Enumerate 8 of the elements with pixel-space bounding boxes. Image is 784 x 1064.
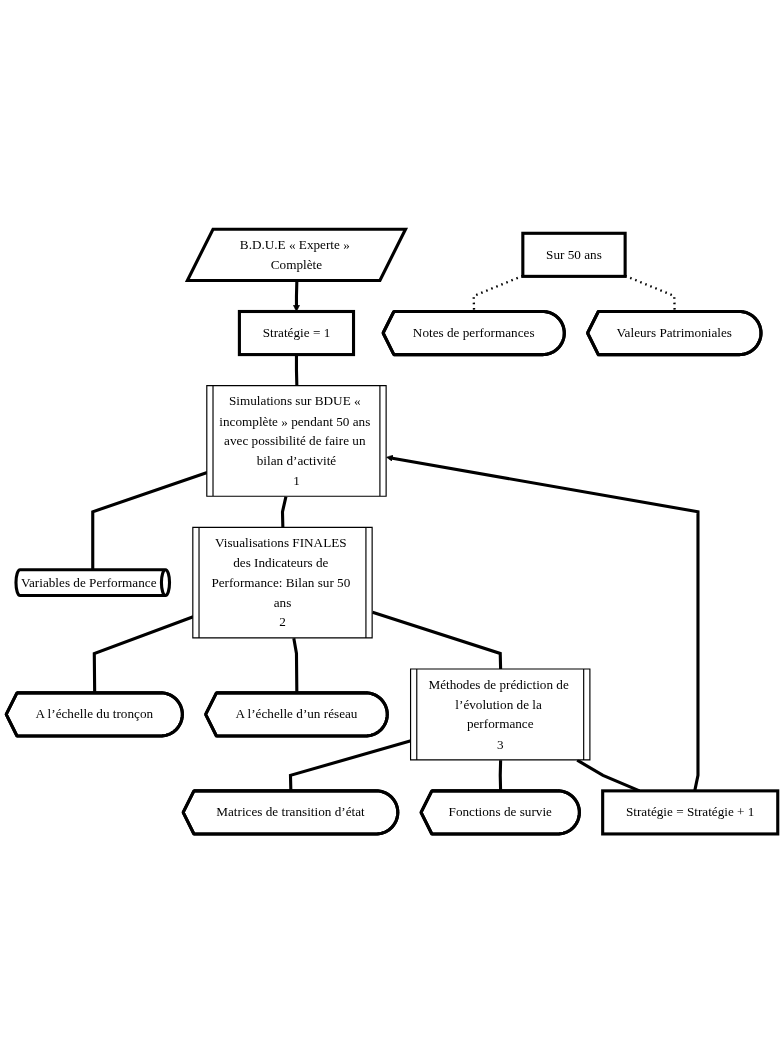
- node-box: Stratégie = 1: [237, 310, 356, 357]
- node-box: Sur 50 ans: [521, 232, 627, 279]
- node-box: Stratégie = Stratégie + 1: [601, 789, 780, 836]
- node-text: Variables de Performance: [20, 575, 157, 591]
- arrow: [386, 455, 700, 792]
- connector: [294, 355, 299, 387]
- connector: [372, 611, 503, 670]
- connector: [91, 471, 208, 571]
